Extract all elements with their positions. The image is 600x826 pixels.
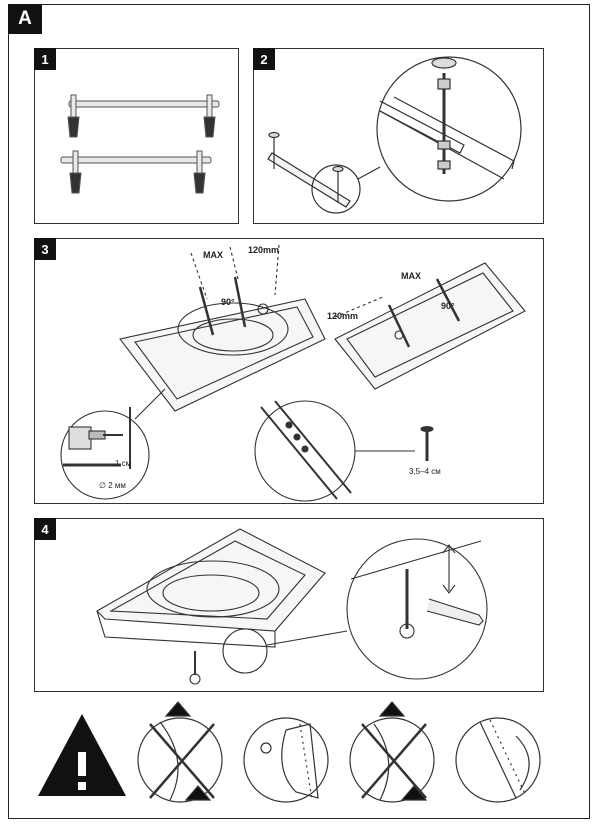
instruction-sheet xyxy=(8,4,590,819)
warning-item-correct xyxy=(455,717,541,803)
offset-label-left: 120mm xyxy=(248,245,280,255)
warning-triangle-icon xyxy=(38,714,126,796)
drill-diameter-label: ∅ 2 мм xyxy=(99,481,126,490)
warning-item-wrong xyxy=(349,701,435,803)
step-2-panel: 2 xyxy=(253,48,544,224)
frame-legs-illustration xyxy=(60,94,220,194)
adjust-detail-icon xyxy=(346,538,488,680)
leg-mount-illustration xyxy=(267,56,522,214)
warning-item-correct xyxy=(243,717,329,803)
leg-adjust-illustration xyxy=(96,528,488,685)
zoom-area-icon xyxy=(311,164,361,214)
warning-illustrations xyxy=(38,701,541,803)
step-3-panel: 3 xyxy=(34,238,544,504)
max-label-right: MAX xyxy=(401,271,421,281)
tub-mount-illustration xyxy=(60,244,526,502)
step-number: 2 xyxy=(253,48,275,70)
step-number: 4 xyxy=(34,518,56,540)
screw-length-label: 3,5–4 см xyxy=(409,467,441,476)
frame-leg-lower xyxy=(60,150,212,194)
step-4-panel: 4 xyxy=(34,518,544,692)
depth-label: 1 см xyxy=(115,459,132,468)
step-number: 3 xyxy=(34,238,56,260)
warning-item-wrong xyxy=(137,701,223,803)
frame-leg-upper xyxy=(67,94,220,138)
offset-label-right: 120mm xyxy=(327,311,359,321)
section-label: A xyxy=(8,4,42,34)
warning-row xyxy=(0,700,600,810)
max-label-left: MAX xyxy=(203,250,223,260)
step-number: 1 xyxy=(34,48,56,70)
angle-label-right: 90° xyxy=(441,301,455,311)
angle-label-left: 90° xyxy=(221,297,235,307)
zoom-area-icon xyxy=(222,628,268,674)
step-1-panel: 1 xyxy=(34,48,239,224)
